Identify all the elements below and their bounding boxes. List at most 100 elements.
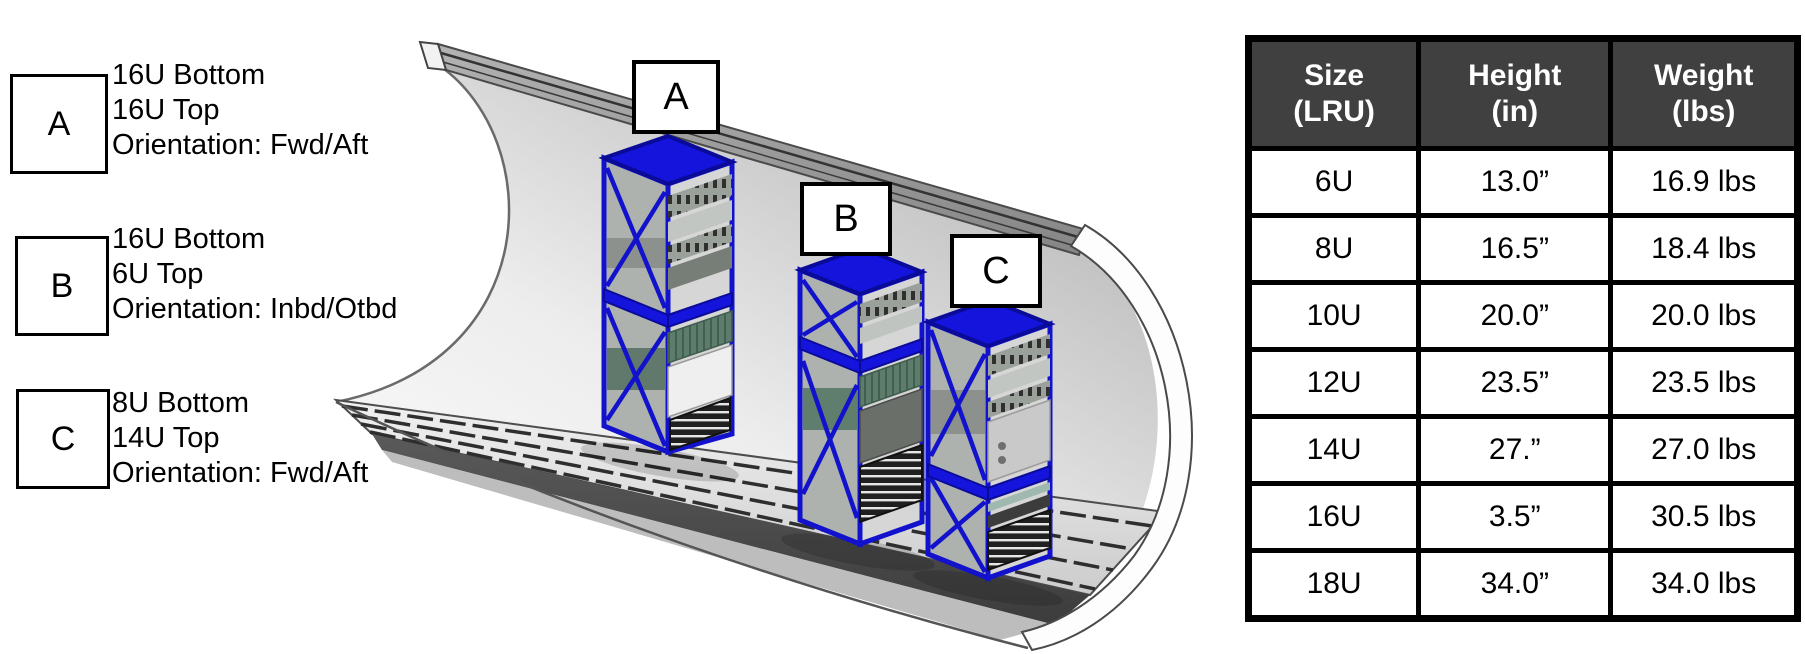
rack-c-equip-strip-3	[988, 380, 1050, 418]
rack-callout-b-letter: B	[833, 197, 859, 240]
rack-c-left-equipment	[931, 390, 985, 434]
table-row: 16U 3.5” 30.5 lbs	[1245, 481, 1800, 553]
legend-b-line-3: Orientation: Inbd/Otbd	[112, 293, 398, 325]
cell-height: 20.0”	[1416, 280, 1614, 352]
rack-a-equip-strip-1	[668, 174, 732, 218]
shell-bottom-dark-band	[372, 434, 1090, 625]
rack-c-teal-strip	[988, 482, 1050, 512]
legend-b-line-1: 16U Bottom	[112, 223, 266, 255]
cell-size: 14U	[1245, 414, 1422, 486]
rack-callout-a: A	[632, 60, 720, 134]
legend-key-letter-c: C	[50, 419, 76, 458]
rack-callout-b: B	[800, 182, 892, 256]
cell-weight: 20.0 lbs	[1608, 280, 1800, 352]
rack-a	[598, 133, 738, 456]
rack-b	[794, 245, 928, 548]
table-row: 12U 23.5” 23.5 lbs	[1245, 347, 1800, 419]
rack-b-gray-box	[859, 387, 923, 465]
rack-b-left-braces	[800, 278, 860, 519]
cell-height: 23.5”	[1416, 347, 1614, 419]
col-header-weight-line1: Weight	[1653, 59, 1754, 92]
col-header-height-line1: Height	[1468, 59, 1562, 92]
legend-a-line-1: 16U Bottom	[112, 59, 266, 91]
shell-top-seam-2	[442, 61, 1083, 249]
rack-a-equip-strip-3	[668, 224, 732, 264]
rack-a-divider-right	[667, 291, 733, 329]
table-row: 10U 20.0” 20.0 lbs	[1245, 280, 1800, 352]
cell-weight: 18.4 lbs	[1608, 213, 1800, 285]
shell-top-seam-1	[440, 51, 1086, 241]
shell-bottom-outer	[382, 450, 1055, 640]
rack-a-left-green-box	[607, 348, 665, 390]
rack-b-divider-right	[859, 337, 923, 375]
rack-c	[922, 297, 1056, 582]
legend-c-line-3: Orientation: Fwd/Aft	[112, 457, 369, 489]
rack-c-equip-strip-1	[988, 334, 1050, 376]
rack-a-top-face	[598, 133, 738, 187]
rack-c-left-braces	[928, 329, 988, 574]
shell-bottom-silhouette	[335, 400, 1029, 650]
legend-text-b: 16U Bottom 6U Top Orientation: Inbd/Otbd	[112, 222, 397, 327]
cell-weight: 34.0 lbs	[1608, 548, 1800, 621]
legend-key-box-b: B	[15, 236, 109, 336]
rack-b-vent-grille	[859, 443, 923, 524]
cell-size: 18U	[1245, 548, 1422, 621]
table-row: 14U 27.” 27.0 lbs	[1245, 414, 1800, 486]
cell-height: 3.5”	[1416, 481, 1614, 553]
legend-text-c: 8U Bottom 14U Top Orientation: Fwd/Aft	[112, 386, 368, 491]
legend-a-line-2: 16U Top	[112, 94, 220, 126]
table-row: 8U 16.5” 18.4 lbs	[1245, 213, 1800, 285]
col-header-size: Size (LRU)	[1245, 36, 1422, 151]
table-row: 18U 34.0” 34.0 lbs	[1245, 548, 1800, 621]
fuselage-illustration	[333, 40, 1193, 652]
col-header-height-line2: (in)	[1491, 95, 1539, 128]
cell-height: 27.”	[1416, 414, 1614, 486]
rack-b-left-green-box	[803, 388, 857, 430]
legend-c-line-1: 8U Bottom	[112, 387, 249, 419]
rack-c-dark-strip	[988, 494, 1050, 528]
rack-a-green-block	[667, 309, 733, 365]
cell-size: 10U	[1245, 280, 1422, 352]
legend-key-box-c: C	[16, 389, 110, 489]
rack-a-equip-strip-4	[668, 246, 732, 290]
cell-height: 13.0”	[1416, 146, 1614, 218]
col-header-height: Height (in)	[1416, 36, 1614, 151]
cell-weight: 30.5 lbs	[1608, 481, 1800, 553]
shell-left-cut-edge	[335, 64, 511, 404]
legend-key-letter-b: B	[50, 266, 74, 305]
cell-weight: 23.5 lbs	[1608, 347, 1800, 419]
rack-c-panel-knob-2	[998, 456, 1006, 464]
cell-size: 8U	[1245, 213, 1422, 285]
rack-a-vent-grille	[669, 396, 731, 452]
legend-a-line-3: Orientation: Fwd/Aft	[112, 129, 369, 161]
cell-size: 6U	[1245, 146, 1422, 218]
rack-a-white-panel	[667, 343, 733, 419]
col-header-weight: Weight (lbs)	[1608, 36, 1800, 151]
rack-a-left-braces	[604, 167, 668, 447]
col-header-size-line1: Size	[1304, 59, 1365, 92]
cell-height: 34.0”	[1416, 548, 1614, 621]
cell-size: 12U	[1245, 347, 1422, 419]
table-row: 6U 13.0” 16.9 lbs	[1245, 146, 1800, 218]
rack-callout-c-letter: C	[982, 249, 1010, 292]
cell-weight: 27.0 lbs	[1608, 414, 1800, 486]
shell-tip-channel	[418, 40, 448, 72]
legend-key-letter-a: A	[47, 104, 71, 143]
cell-weight: 16.9 lbs	[1608, 146, 1800, 218]
lru-spec-table: Size (LRU) Height (in) Weight (lbs) 6U 1…	[1245, 35, 1801, 622]
rack-a-equip-strip-2	[668, 200, 732, 242]
rack-c-left-face	[925, 318, 991, 582]
legend-c-line-2: 14U Top	[112, 422, 220, 454]
cell-height: 16.5”	[1416, 213, 1614, 285]
rack-b-equip-strip-1	[860, 282, 922, 324]
rack-c-divider-right	[987, 464, 1051, 502]
rack-b-green-block	[859, 353, 923, 409]
col-header-size-line2: (LRU)	[1293, 95, 1375, 128]
rack-c-equip-strip-2	[988, 358, 1050, 398]
cell-size: 16U	[1245, 481, 1422, 553]
legend-text-a: 16U Bottom 16U Top Orientation: Fwd/Aft	[112, 58, 368, 163]
rack-callout-c: C	[950, 234, 1042, 308]
legend-b-line-2: 6U Top	[112, 258, 204, 290]
rack-c-vent-grille	[987, 508, 1051, 572]
